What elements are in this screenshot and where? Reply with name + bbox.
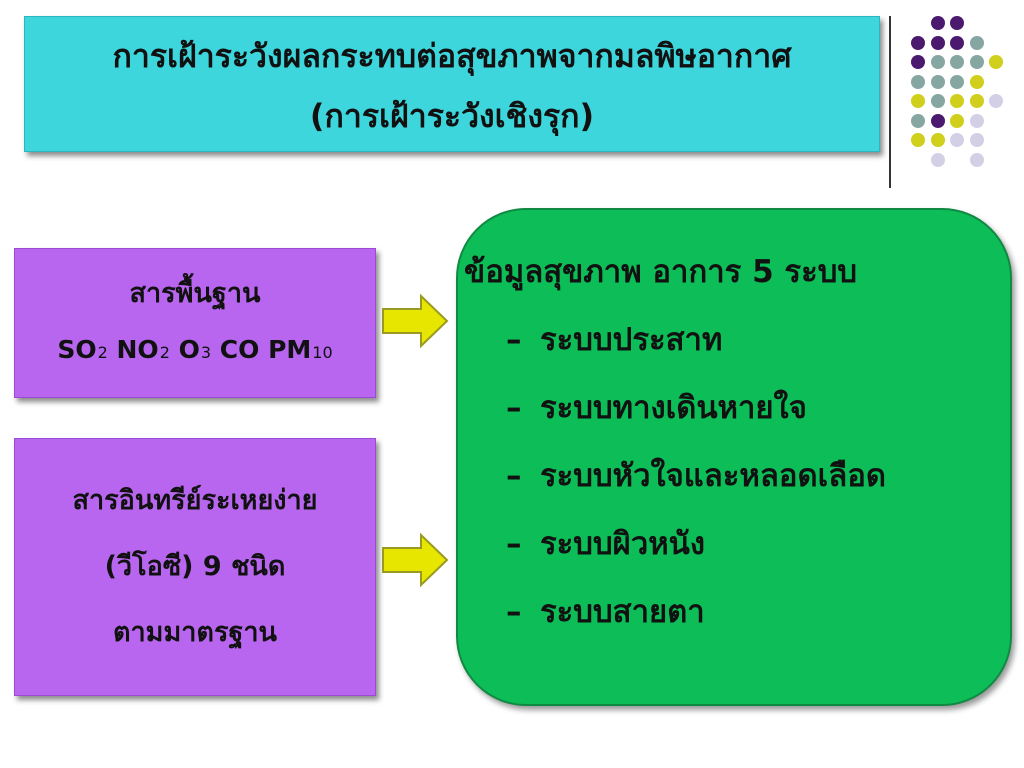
voc-box: สารอินทรีย์ระเหยง่าย (วีโอซี) 9 ชนิด ตาม… [14, 438, 376, 696]
decorative-dot [911, 35, 925, 50]
right-arrow-icon [382, 293, 449, 349]
decorative-dot [911, 133, 925, 147]
list-item: –ระบบหัวใจและหลอดเลือด [506, 458, 886, 494]
decorative-dot [911, 74, 925, 89]
decorative-dot [969, 152, 984, 167]
basic-pollutants-box: สารพื้นฐาน SO2 NO2 O3 CO PM10 [14, 248, 376, 398]
decorative-dot [930, 74, 945, 89]
title-line-1: การเฝ้าระวังผลกระทบต่อสุขภาพจากมลพิษอากา… [112, 37, 792, 75]
basic-pollutants-heading: สารพื้นฐาน [129, 277, 261, 309]
voc-line-1: สารอินทรีย์ระเหยง่าย [72, 485, 318, 516]
voc-line-3: ตามมาตรฐาน [112, 617, 277, 648]
decorative-dot [930, 55, 945, 69]
decorative-dot [950, 133, 964, 147]
decorative-dot [930, 94, 945, 108]
decorative-dot-grid [905, 12, 1021, 168]
title-line-2: (การเฝ้าระวังเชิงรุก) [309, 97, 595, 135]
pollutant-label: PM10 [268, 334, 333, 364]
decorative-dot [930, 152, 945, 167]
list-item: –ระบบประสาท [506, 322, 723, 358]
decorative-dot [950, 113, 964, 128]
title-banner: การเฝ้าระวังผลกระทบต่อสุขภาพจากมลพิษอากา… [24, 16, 880, 152]
decorative-dot [950, 74, 964, 89]
decorative-dot [930, 35, 945, 50]
list-item: –ระบบผิวหนัง [506, 526, 705, 562]
decorative-dot [911, 113, 925, 128]
decorative-dot [969, 74, 984, 89]
pollutant-label: SO2 [57, 334, 108, 364]
pollutant-label: O3 [178, 334, 212, 364]
decorative-dot [950, 94, 964, 108]
decorative-dot [969, 35, 984, 50]
decorative-dot [969, 113, 984, 128]
decorative-dot [911, 94, 925, 108]
pollutant-list: SO2 NO2 O3 CO PM10 [57, 322, 332, 381]
health-data-box [456, 208, 1012, 706]
health-systems-list: –ระบบประสาท –ระบบทางเดินหายใจ –ระบบหัวใจ… [506, 306, 886, 646]
right-arrow-icon [382, 532, 449, 588]
decorative-dot [950, 16, 964, 30]
decorative-dot [969, 94, 984, 108]
decorative-dot [950, 55, 964, 69]
decorative-dot [950, 35, 964, 50]
decorative-dot [969, 55, 984, 69]
list-item: –ระบบทางเดินหายใจ [506, 390, 807, 426]
pollutant-label: CO [219, 334, 260, 364]
vertical-divider [889, 16, 891, 188]
voc-line-2: (วีโอซี) 9 ชนิด [104, 551, 286, 582]
decorative-dot [930, 16, 945, 30]
decorative-dot [930, 133, 945, 147]
decorative-dot [989, 94, 1003, 108]
health-data-heading: ข้อมูลสุขภาพ อาการ 5 ระบบ [464, 254, 858, 290]
list-item: –ระบบสายตา [506, 594, 705, 630]
decorative-dot [969, 133, 984, 147]
decorative-dot [930, 113, 945, 128]
decorative-dot [911, 55, 925, 69]
pollutant-label: NO2 [116, 334, 170, 364]
decorative-dot [989, 55, 1003, 69]
